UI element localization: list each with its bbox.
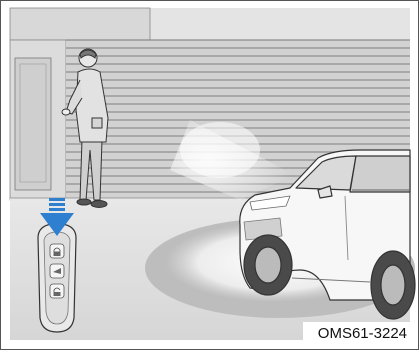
keyfob-icon (38, 224, 76, 332)
side-door (15, 58, 51, 190)
figure-code: OMS61-3224 (303, 322, 411, 344)
